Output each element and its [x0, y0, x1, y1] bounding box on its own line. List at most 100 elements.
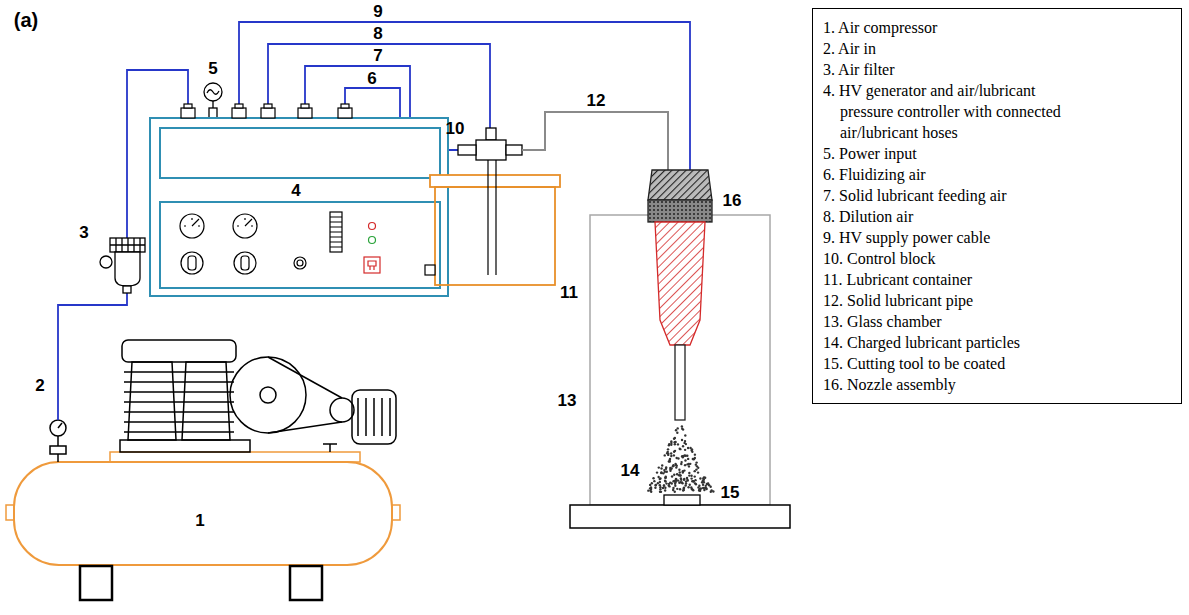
charged-particles: [672, 465, 674, 467]
charged-particles: [666, 471, 668, 473]
charged-particles: [684, 459, 686, 461]
charged-particles: [687, 447, 689, 449]
charged-particles: [676, 432, 678, 434]
charged-particles: [683, 478, 685, 480]
charged-particles: [660, 491, 662, 493]
charged-particles: [665, 466, 667, 468]
solid-lubricant-pipe: [522, 112, 668, 170]
charged-particles: [664, 480, 666, 482]
charged-particles: [674, 450, 676, 452]
panel-controls: [237, 218, 253, 226]
panel-fitting: [232, 108, 246, 118]
charged-particles: [680, 461, 682, 463]
charged-particles: [691, 448, 693, 450]
charged-particles: [698, 485, 700, 487]
air-hose: [268, 44, 490, 128]
air-compressor: [120, 440, 250, 452]
hv-generator-panel: [160, 202, 440, 288]
air-compressor: [50, 446, 66, 454]
legend-entry: 2. Air in: [823, 38, 1085, 59]
callout-number: 9: [373, 3, 382, 20]
charged-particles: [673, 454, 675, 456]
charged-particles: [673, 437, 675, 439]
control-block: [458, 128, 522, 160]
callout-number: 1: [195, 512, 204, 529]
charged-particles: [663, 469, 665, 471]
charged-particles: [649, 487, 651, 489]
legend-entry: 7. Solid lubricant feeding air: [823, 185, 1085, 206]
charged-particles: [671, 475, 673, 477]
panel-controls: [188, 256, 196, 270]
charged-particles: [691, 451, 693, 453]
air-compressor: [58, 423, 62, 428]
legend-entry: 16. Nozzle assembly: [823, 374, 1085, 395]
power-input-symbol: [209, 108, 217, 118]
charged-particles: [684, 449, 686, 451]
air-compressor: [268, 357, 342, 398]
legend-entry: 15. Cutting tool to be coated: [823, 353, 1085, 374]
charged-particles: [680, 479, 682, 481]
control-block: [476, 140, 506, 160]
hv-generator-panel: [150, 118, 448, 296]
charged-particles: [672, 487, 674, 489]
charged-particles: [670, 467, 672, 469]
legend-entry: 8. Dilution air: [823, 206, 1085, 227]
callout-number: 14: [621, 462, 640, 479]
callout-number: 13: [558, 392, 577, 409]
charged-particles: [651, 482, 653, 484]
charged-particles: [679, 471, 681, 473]
glass-chamber: [590, 215, 770, 505]
legend-entry: 10. Control block: [823, 248, 1085, 269]
air-compressor: [50, 420, 66, 436]
charged-particles: [690, 475, 692, 477]
charged-particles: [682, 489, 684, 491]
feed-tube: [495, 160, 496, 275]
air-compressor: [290, 566, 322, 600]
charged-particles: [659, 491, 661, 493]
legend-entry: 4. HV generator and air/lubricant pressu…: [823, 80, 1085, 143]
charged-particles: [677, 443, 679, 445]
charged-particles: [681, 427, 683, 429]
charged-particles: [683, 486, 685, 488]
glass-chamber: [590, 215, 770, 505]
charged-particles: [671, 482, 673, 484]
air-compressor: [230, 357, 306, 433]
charged-particles: [704, 476, 706, 478]
charged-particles: [702, 487, 704, 489]
charged-particles: [662, 487, 664, 489]
air-compressor: [329, 444, 331, 452]
air-compressor: [180, 372, 234, 432]
callout-number: 8: [373, 25, 382, 42]
charged-particles: [690, 486, 692, 488]
charged-particles: [688, 474, 690, 476]
charged-particles: [702, 484, 704, 486]
charged-particles: [672, 464, 674, 466]
legend-entry: 9. HV supply power cable: [823, 227, 1085, 248]
panel-controls: [233, 214, 257, 238]
charged-particles: [660, 472, 662, 474]
air-filter: [110, 238, 145, 252]
charged-particles: [674, 441, 676, 443]
charged-particles: [670, 455, 672, 457]
power-input-symbol: [204, 83, 222, 101]
charged-particles: [669, 470, 671, 472]
charged-particles: [686, 477, 688, 479]
callout-number: 15: [721, 484, 740, 501]
charged-particles: [692, 480, 694, 482]
power-input-symbol: [204, 83, 222, 118]
lubricant-container: [430, 175, 560, 187]
charged-particles: [688, 463, 690, 465]
charged-particles: [681, 425, 683, 427]
charged-particles: [674, 491, 676, 493]
cutting-tool: [664, 495, 700, 505]
air-compressor: [182, 362, 230, 440]
panel-fitting: [264, 104, 272, 108]
legend-entry: 6. Fluidizing air: [823, 164, 1085, 185]
charged-particles: [705, 485, 707, 487]
charged-particles: [675, 464, 677, 466]
charged-particles: [687, 458, 689, 460]
air-hose: [58, 292, 127, 420]
callout-number: 6: [367, 70, 376, 87]
panel-controls: [234, 252, 256, 274]
charged-particles: [647, 425, 714, 493]
